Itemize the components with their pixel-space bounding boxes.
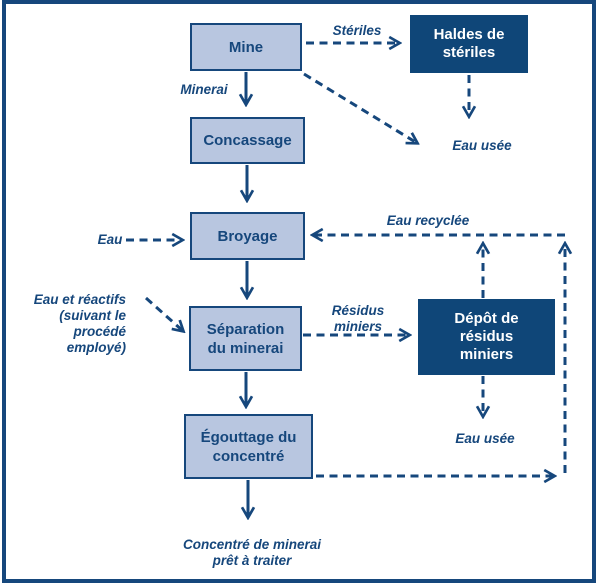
label-minerai: Minerai bbox=[180, 82, 228, 97]
box-depot-de-residus-miniers: Dépôt de résidus miniers bbox=[418, 299, 555, 375]
box-haldes-de-steriles: Haldes de stériles bbox=[410, 15, 528, 73]
label-eau-et-reactifs: Eau et réactifs (suivant le procédé empl… bbox=[33, 292, 126, 355]
box-concassage: Concassage bbox=[190, 117, 305, 164]
arrow-eau-reactifs-to-separation bbox=[145, 296, 183, 331]
label-concentre-pret-a-traiter: Concentré de minerai prêt à traiter bbox=[182, 537, 322, 568]
label-eau-usee-bas: Eau usée bbox=[455, 431, 515, 446]
box-mine: Mine bbox=[190, 23, 302, 71]
box-separation-du-minerai: Séparation du minerai bbox=[189, 306, 302, 371]
label-steriles: Stériles bbox=[332, 23, 382, 38]
box-egouttage-du-concentre: Égouttage du concentré bbox=[184, 414, 313, 479]
label-eau: Eau bbox=[97, 232, 123, 247]
label-eau-usee-haut: Eau usée bbox=[452, 138, 512, 153]
arrow-mine-to-eau-usee bbox=[303, 72, 417, 143]
label-eau-recyclee: Eau recyclée bbox=[386, 213, 470, 228]
box-broyage: Broyage bbox=[190, 212, 305, 260]
label-residus-miniers: Résidus miniers bbox=[331, 303, 385, 334]
